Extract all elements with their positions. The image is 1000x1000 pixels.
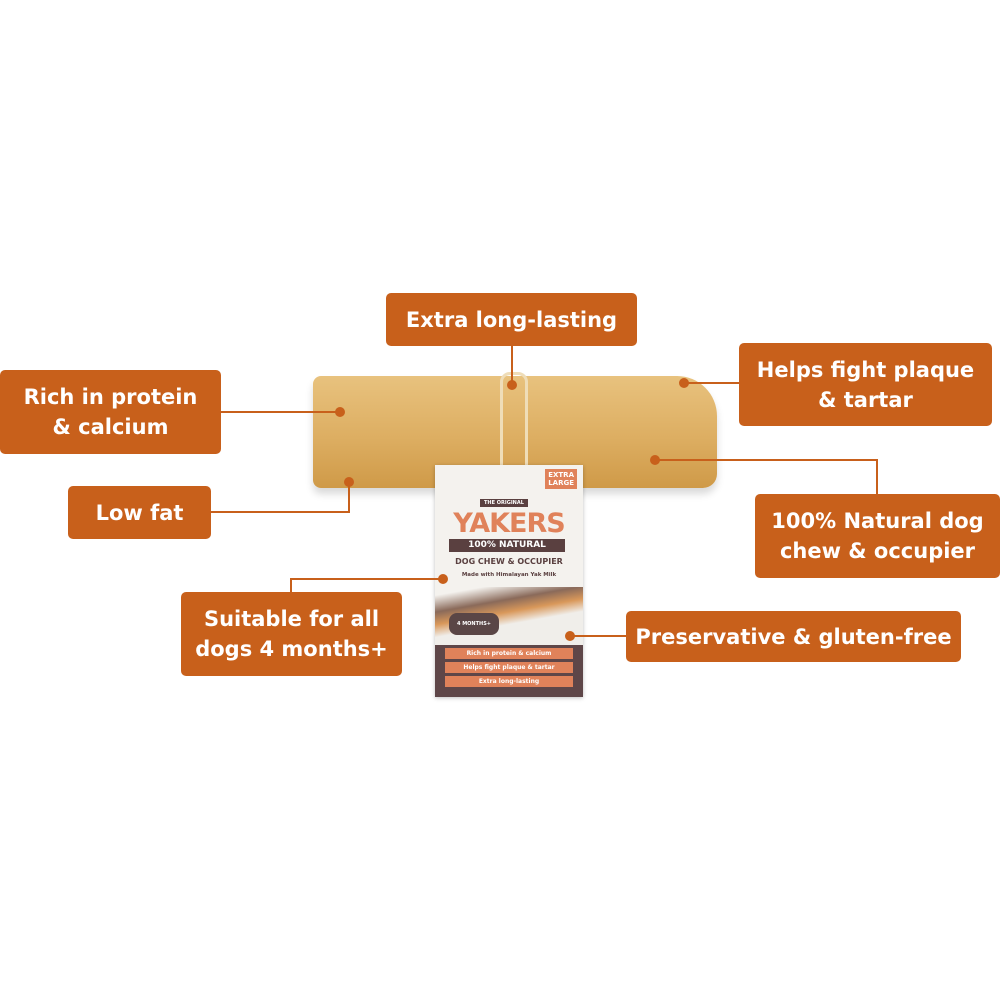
tag-benefits: Rich in protein & calcium Helps fight pl… xyxy=(435,645,583,697)
connector-line xyxy=(655,459,878,461)
connector-dot xyxy=(335,407,345,417)
connector-line xyxy=(290,578,292,592)
connector-dot xyxy=(679,378,689,388)
connector-line xyxy=(348,482,350,513)
brand-logo: YAKERS xyxy=(453,508,565,539)
tag-benefit: Rich in protein & calcium xyxy=(445,648,573,659)
callout-extra-long-lasting: Extra long-lasting xyxy=(386,293,637,346)
tag-benefit: Helps fight plaque & tartar xyxy=(445,662,573,673)
tag-original: THE ORIGINAL xyxy=(480,499,528,507)
connector-line xyxy=(221,411,340,413)
connector-line xyxy=(511,346,513,385)
connector-line xyxy=(876,459,878,494)
callout-suitable-age: Suitable for all dogs 4 months+ xyxy=(181,592,402,676)
connector-dot xyxy=(565,631,575,641)
connector-line xyxy=(684,382,739,384)
connector-line xyxy=(290,578,443,580)
callout-plaque-tartar: Helps fight plaque & tartar xyxy=(739,343,992,426)
connector-dot xyxy=(438,574,448,584)
connector-dot xyxy=(650,455,660,465)
connector-dot xyxy=(344,477,354,487)
size-label: EXTRA LARGE xyxy=(545,469,577,489)
tag-made-with: Made with Himalayan Yak Milk xyxy=(461,572,557,578)
tag-subtitle: DOG CHEW & OCCUPIER xyxy=(455,557,563,566)
product-tag: EXTRA LARGE THE ORIGINAL YAKERS 100% NAT… xyxy=(435,465,583,697)
tag-benefit: Extra long-lasting xyxy=(445,676,573,687)
callout-natural: 100% Natural dog chew & occupier xyxy=(755,494,1000,578)
callout-preservative-free: Preservative & gluten-free xyxy=(626,611,961,662)
connector-line xyxy=(570,635,626,637)
callout-protein-calcium: Rich in protein & calcium xyxy=(0,370,221,454)
connector-line xyxy=(211,511,350,513)
tag-natural: 100% NATURAL xyxy=(449,539,565,552)
connector-dot xyxy=(507,380,517,390)
callout-low-fat: Low fat xyxy=(68,486,211,539)
yak-illustration: 4 MONTHS+ xyxy=(449,613,499,635)
